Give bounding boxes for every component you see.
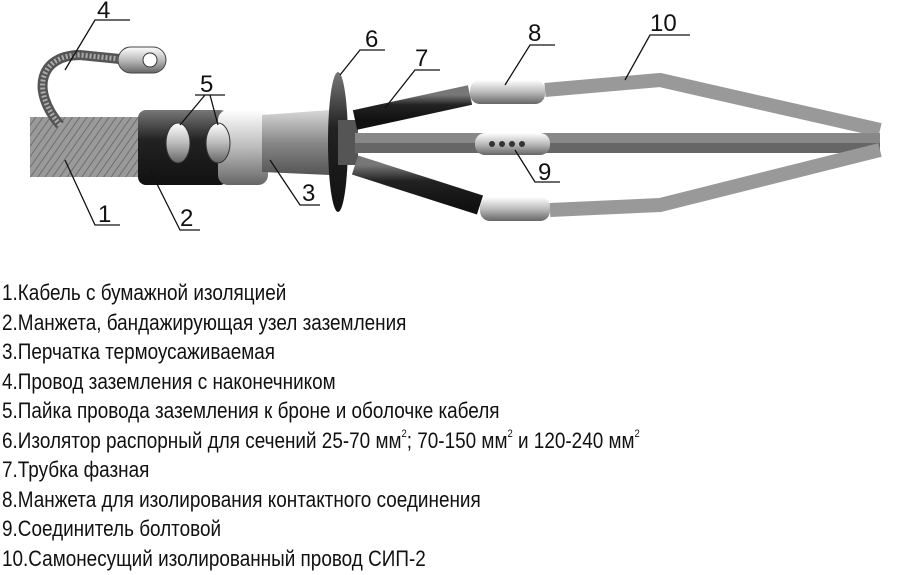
callout-5: 5 <box>200 71 213 98</box>
legend-item-8: 8.Манжета для изолирования контактного с… <box>2 486 481 512</box>
grounding-bandage-sleeve <box>138 110 268 185</box>
superscript: 2 <box>401 427 407 440</box>
callout-4: 4 <box>97 0 110 24</box>
callout-6: 6 <box>365 26 378 53</box>
legend-item-4: 4.Провод заземления с наконечником <box>2 368 336 394</box>
callout-8: 8 <box>528 20 541 47</box>
legend-list: 1.Кабель с бумажной изоляцией 2.Манжета,… <box>2 278 744 573</box>
legend-item-7: 7.Трубка фазная <box>2 457 150 482</box>
legend-item-3: 3.Перчатка термоусаживаемая <box>2 339 276 364</box>
callout-1: 1 <box>98 201 111 228</box>
legend-item-10: 10.Самонесущий изолированный провод СИП-… <box>2 545 426 571</box>
phase-lower <box>351 143 882 221</box>
phase-middle <box>355 133 880 155</box>
callout-2: 2 <box>180 205 193 232</box>
legend-item-9: 9.Соединитель болтовой <box>2 516 222 541</box>
cable-termination-diagram: 4 5 1 2 3 6 7 8 9 10 <box>30 0 882 232</box>
ground-wire-with-lug <box>37 46 167 129</box>
superscript: 2 <box>634 427 640 440</box>
legend-item-1: 1.Кабель с бумажной изоляцией <box>2 280 287 305</box>
legend-item-2: 2.Манжета, бандажирующая узел заземления <box>2 309 407 335</box>
phase-upper <box>352 72 882 137</box>
heat-shrink-glove <box>262 110 330 175</box>
callout-leaders <box>64 19 690 231</box>
paper-insulated-cable <box>30 117 150 177</box>
callout-7: 7 <box>415 45 428 72</box>
bolted-connector <box>489 141 525 147</box>
callout-10: 10 <box>650 10 677 37</box>
spacer-insulator <box>328 72 358 212</box>
legend-item-6-text3: и 120-240 мм <box>512 427 635 453</box>
legend-item-6-text: 6.Изолятор распорный для сечений 25-70 м… <box>2 427 402 453</box>
callout-3: 3 <box>302 180 315 207</box>
callout-9: 9 <box>538 159 551 186</box>
legend-item-5: 5.Пайка провода заземления к броне и обо… <box>2 398 500 423</box>
superscript: 2 <box>507 427 513 440</box>
legend-item-6: 6.Изолятор распорный для сечений 25-70 м… <box>2 426 640 456</box>
legend-item-6-text2: ; 70-150 мм <box>406 427 508 453</box>
solder-points <box>165 122 231 164</box>
